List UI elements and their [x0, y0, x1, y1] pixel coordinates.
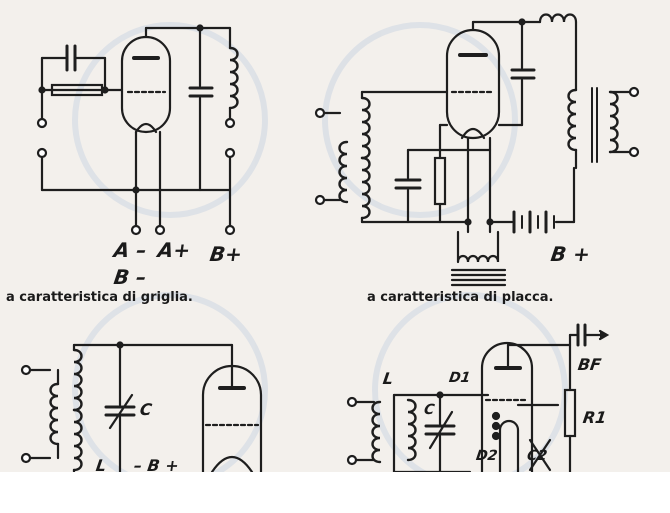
label-a-minus: A –: [112, 238, 149, 262]
tube-d: [480, 341, 534, 472]
label-b-plus-c: – B +: [132, 456, 181, 472]
label-r1: R1: [581, 408, 608, 427]
scanned-page: A – A+ B+ B – a caratteristica di grigli…: [0, 0, 670, 472]
circuit-plate: [314, 13, 640, 287]
input-coil-c: [49, 382, 60, 446]
circuit-c: [20, 341, 263, 472]
caption-plate: a caratteristica di placca.: [367, 290, 554, 305]
output-transformer-secondary: [608, 90, 619, 154]
tuning-coil-b: [360, 96, 371, 160]
circuit-d: [346, 323, 610, 472]
label-d1: D1: [447, 370, 472, 386]
label-b-plus: B+: [208, 242, 244, 266]
blank-margin: [0, 472, 670, 513]
terminal: [20, 452, 32, 464]
terminal: [346, 454, 358, 466]
terminal: [224, 117, 236, 129]
terminal: [224, 147, 236, 159]
label-c: C: [138, 400, 154, 419]
tuning-coil-d: [406, 398, 417, 462]
terminal: [36, 147, 48, 159]
label-c2: C2: [525, 448, 549, 464]
caption-grid: a caratteristica di griglia.: [6, 290, 193, 305]
terminal: [628, 146, 640, 158]
label-b-minus: B –: [112, 265, 148, 289]
tube-a: [120, 35, 172, 134]
label-l-c: L: [94, 456, 108, 472]
tube-b: [445, 28, 501, 140]
label-b-plus-b: B +: [549, 242, 592, 266]
label-bf: BF: [576, 355, 603, 374]
terminal: [20, 364, 32, 376]
circuit-diagrams: [20, 13, 640, 472]
terminal-b-plus: [224, 224, 236, 236]
terminal: [36, 117, 48, 129]
tuning-coil-b2: [360, 156, 371, 220]
terminal: [314, 107, 326, 119]
terminal: [628, 86, 640, 98]
terminal-a-plus: [154, 224, 166, 236]
grid-resistor-b: [433, 156, 447, 206]
terminal-a-minus: [130, 224, 142, 236]
terminal: [314, 194, 326, 206]
plate-coil: [228, 46, 239, 110]
circuit-grid: [36, 24, 239, 236]
label-d2: D2: [474, 448, 499, 464]
output-transformer-primary: [567, 88, 578, 152]
label-a-plus: A+: [156, 238, 192, 262]
terminal: [346, 396, 358, 408]
